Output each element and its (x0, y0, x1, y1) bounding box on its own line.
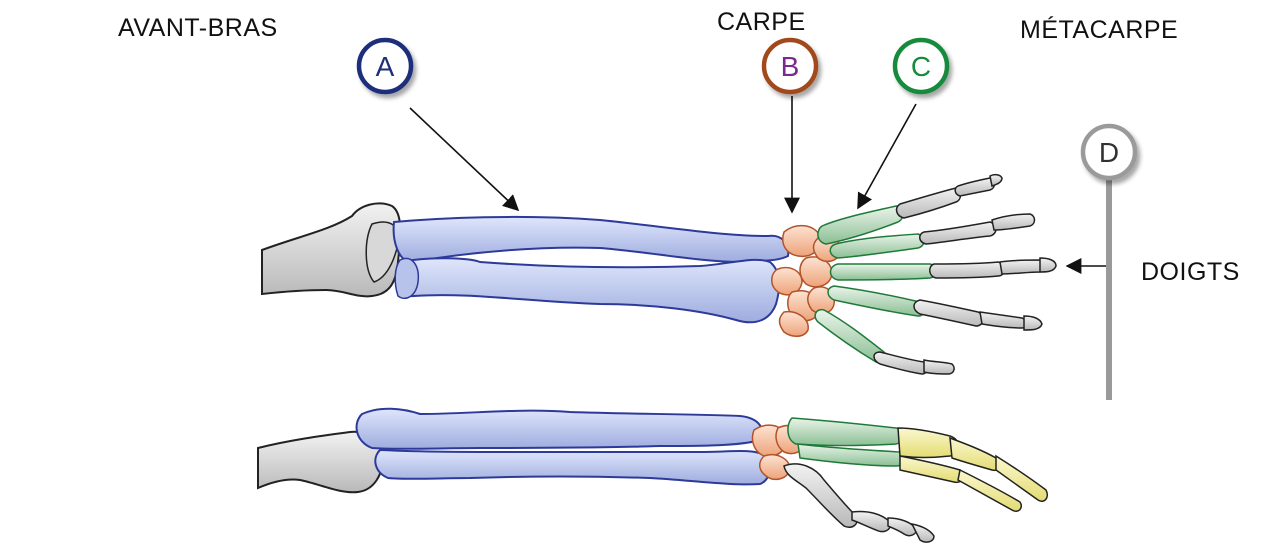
metacarpals-bottom (788, 418, 905, 466)
radius-top (394, 217, 789, 262)
circle-c-letter: C (911, 51, 931, 82)
circle-c: C (895, 40, 947, 92)
circle-b: B (764, 40, 816, 92)
circle-d: D (1083, 126, 1135, 178)
label-metacarpe: MÉTACARPE (1020, 16, 1178, 45)
metacarpals-top (815, 206, 937, 363)
ulna-bottom (375, 450, 769, 484)
phalanges-bottom-yellow (898, 428, 1047, 511)
label-avant-bras: AVANT-BRAS (118, 14, 278, 43)
phalanges-bottom-grey (784, 464, 934, 542)
radius-bottom (357, 409, 763, 449)
arrow-metacarpus (858, 104, 916, 208)
ulna-head-top (395, 258, 418, 298)
label-doigts: DOIGTS (1141, 258, 1240, 287)
circle-a-letter: A (376, 51, 395, 82)
arrow-forearm (410, 108, 518, 210)
circle-b-letter: B (781, 51, 800, 82)
label-carpe: CARPE (717, 8, 806, 37)
circle-a: A (359, 40, 411, 92)
circle-d-letter: D (1099, 137, 1119, 168)
ulna-top (396, 258, 779, 322)
